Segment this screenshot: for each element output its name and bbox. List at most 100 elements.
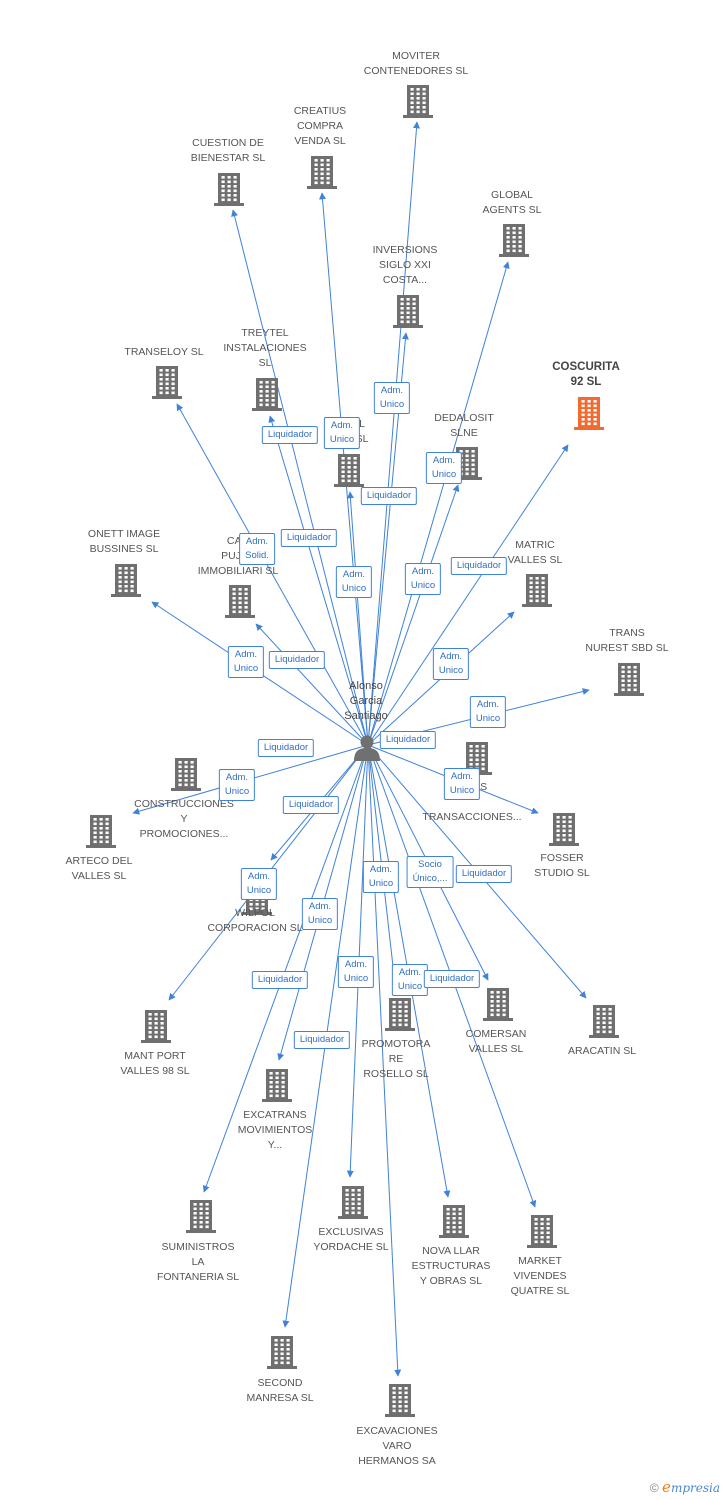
- company-name-nova_llar[interactable]: NOVA LLAR ESTRUCTURAS Y OBRAS SL: [411, 1245, 491, 1287]
- building-icon-coscurita[interactable]: [574, 397, 604, 430]
- edge-suministros: [202, 744, 369, 1193]
- company-name-creatius[interactable]: CREATIUS COMPRA VENDA SL: [293, 105, 347, 147]
- company-name-second[interactable]: SECOND MANRESA SL: [246, 1377, 314, 1404]
- relation-label[interactable]: Liquidador: [282, 796, 340, 814]
- relation-label[interactable]: Adm. Unico: [373, 382, 411, 414]
- company-name-excatrans[interactable]: EXCATRANS MOVIMIENTOS Y...: [237, 1109, 313, 1151]
- company-name-mant_port[interactable]: MANT PORT VALLES 98 SL: [120, 1050, 190, 1077]
- company-name-treytel[interactable]: TREYTEL INSTALACIONES SL: [223, 327, 307, 369]
- edge-cuestion: [231, 209, 369, 746]
- company-name-construcciones[interactable]: CONSTRUCCIONES Y PROMOCIONES...: [134, 798, 234, 840]
- edge-excavaciones: [367, 744, 402, 1377]
- building-icon-second[interactable]: [267, 1336, 297, 1369]
- edge-dedalosit: [367, 484, 460, 746]
- relation-label[interactable]: Adm. Unico: [404, 563, 442, 595]
- building-icon-transeloy[interactable]: [152, 366, 182, 399]
- company-name-arteco[interactable]: ARTECO DEL VALLES SL: [65, 855, 133, 882]
- company-name-excavaciones[interactable]: EXCAVACIONES VARO HERMANOS SA: [356, 1425, 438, 1467]
- company-name-onett[interactable]: ONETT IMAGE BUSSINES SL: [87, 528, 161, 555]
- relation-label[interactable]: Adm. Unico: [391, 964, 429, 996]
- building-icon-aracatin[interactable]: [589, 1005, 619, 1038]
- company-name-wilpol[interactable]: WILPOL CORPORACION SL: [207, 907, 303, 934]
- company-name-aracatin[interactable]: ARACATIN SL: [567, 1045, 637, 1057]
- building-icon-can[interactable]: [225, 585, 255, 618]
- relation-label[interactable]: Adm. Unico: [301, 898, 339, 930]
- relation-label[interactable]: Liquidador: [280, 529, 338, 547]
- building-icon-comersan[interactable]: [483, 988, 513, 1021]
- relation-label[interactable]: Adm. Unico: [335, 566, 373, 598]
- building-icon-fosser[interactable]: [549, 813, 579, 846]
- relation-label[interactable]: Adm. Unico: [425, 452, 463, 484]
- company-name-transeloy[interactable]: TRANSELOY SL: [124, 346, 204, 358]
- building-icon-suministros[interactable]: [186, 1200, 216, 1233]
- building-icon-excatrans[interactable]: [262, 1069, 292, 1102]
- company-name-matric[interactable]: MATRIC VALLES SL: [507, 539, 563, 566]
- relation-label[interactable]: Socio Único,...: [406, 856, 454, 888]
- building-icon-excavaciones[interactable]: [385, 1384, 415, 1417]
- relation-label[interactable]: Liquidador: [251, 971, 309, 989]
- company-name-dedalosit[interactable]: DEDALOSIT SLNE: [434, 412, 494, 439]
- building-icon-arteco[interactable]: [86, 815, 116, 848]
- building-icon-matric[interactable]: [522, 574, 552, 607]
- edge-can: [255, 623, 369, 746]
- relation-label[interactable]: Liquidador: [257, 739, 315, 757]
- company-name-suministros[interactable]: SUMINISTROS LA FONTANERIA SL: [156, 1241, 240, 1283]
- company-name-promotora[interactable]: PROMOTORA RE ROSELLO SL: [361, 1038, 431, 1080]
- person-name[interactable]: Alonso Garcia Santiago: [344, 680, 388, 722]
- building-icon-market[interactable]: [527, 1215, 557, 1248]
- building-icon-trans_nurest[interactable]: [614, 663, 644, 696]
- company-name-trans_nurest[interactable]: TRANS NUREST SBD SL: [585, 627, 669, 654]
- building-icon-construcciones[interactable]: [171, 758, 201, 791]
- relation-label[interactable]: Liquidador: [268, 651, 326, 669]
- relation-label[interactable]: Adm. Unico: [362, 861, 400, 893]
- company-name-comersan[interactable]: COMERSAN VALLES SL: [465, 1028, 527, 1055]
- relation-label[interactable]: Adm. Unico: [218, 769, 256, 801]
- footer-brand: © empresia: [650, 1478, 720, 1496]
- relation-label[interactable]: Adm. Unico: [227, 646, 265, 678]
- relation-label[interactable]: Liquidador: [379, 731, 437, 749]
- relation-label[interactable]: Adm. Unico: [337, 956, 375, 988]
- relation-label[interactable]: Adm. Solid.: [239, 533, 275, 565]
- copyright-symbol: ©: [649, 1481, 659, 1495]
- company-name-coscurita[interactable]: COSCURITA 92 SL: [552, 361, 620, 388]
- building-icon-onett[interactable]: [111, 564, 141, 597]
- relation-label[interactable]: Adm. Unico: [469, 696, 507, 728]
- edge-l_sl: [346, 491, 369, 746]
- edge-coscurita: [367, 444, 569, 746]
- building-icon-promotora[interactable]: [385, 998, 415, 1031]
- company-name-moviter[interactable]: MOVITER CONTENEDORES SL: [363, 50, 469, 77]
- relation-label[interactable]: Adm. Unico: [240, 868, 278, 900]
- building-icon-treytel[interactable]: [252, 378, 282, 411]
- person-icon: [354, 735, 380, 761]
- building-icon-exclusivas[interactable]: [338, 1186, 368, 1219]
- relation-label[interactable]: Adm. Unico: [432, 648, 470, 680]
- building-icon-l_sl[interactable]: [334, 454, 364, 487]
- building-icon-inversions[interactable]: [393, 295, 423, 328]
- edge-treytel: [268, 415, 369, 746]
- relation-label[interactable]: Adm. Unico: [323, 417, 361, 449]
- company-name-inversions[interactable]: INVERSIONS SIGLO XXI COSTA...: [372, 244, 438, 286]
- company-name-fosser[interactable]: FOSSER STUDIO SL: [534, 852, 590, 879]
- building-icon-global[interactable]: [499, 224, 529, 257]
- building-icon-nova_llar[interactable]: [439, 1205, 469, 1238]
- building-icon-mant_port[interactable]: [141, 1010, 171, 1043]
- building-icon-cuestion[interactable]: [214, 173, 244, 206]
- relation-label[interactable]: Liquidador: [261, 426, 319, 444]
- company-name-global[interactable]: GLOBAL AGENTS SL: [482, 189, 542, 216]
- relation-label[interactable]: Liquidador: [450, 557, 508, 575]
- edge-global: [367, 261, 510, 746]
- company-name-cuestion[interactable]: CUESTION DE BIENESTAR SL: [190, 137, 266, 164]
- relation-label[interactable]: Liquidador: [293, 1031, 351, 1049]
- building-icon-moviter[interactable]: [403, 85, 433, 118]
- relation-label[interactable]: Liquidador: [423, 970, 481, 988]
- building-icon-creatius[interactable]: [307, 156, 337, 189]
- company-name-exclusivas[interactable]: EXCLUSIVAS YORDACHE SL: [313, 1226, 389, 1253]
- company-name-market[interactable]: MARKET VIVENDES QUATRE SL: [510, 1255, 570, 1297]
- relation-label[interactable]: Liquidador: [455, 865, 513, 883]
- brand-initial: e: [662, 1478, 671, 1496]
- relation-label[interactable]: Adm. Unico: [443, 768, 481, 800]
- person-node[interactable]: [354, 735, 380, 762]
- edge-transeloy: [176, 403, 369, 746]
- relation-label[interactable]: Liquidador: [360, 487, 418, 505]
